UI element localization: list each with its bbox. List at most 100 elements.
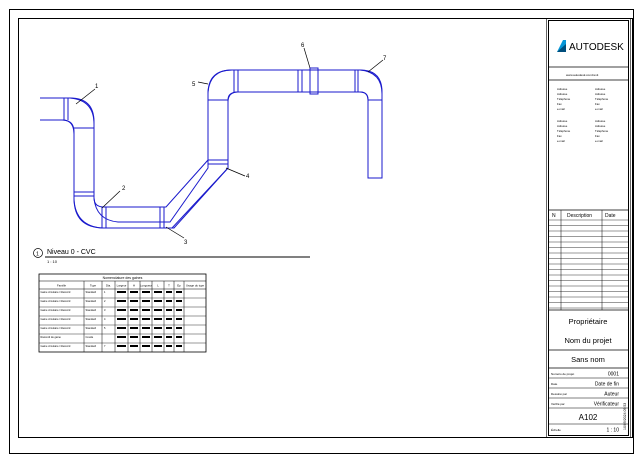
consultant-line: Adresse bbox=[557, 119, 568, 123]
consultant-line: e-mail bbox=[557, 139, 565, 143]
brand-name: AUTODESK bbox=[569, 42, 624, 53]
consultant-line: Adresse bbox=[557, 92, 568, 96]
date-value: Date de fin bbox=[595, 382, 619, 388]
schedule-title: Nomenclature des gaines bbox=[103, 276, 143, 280]
duct-tag-4[interactable]: 4 bbox=[246, 174, 250, 180]
consultant-line: Adresse bbox=[557, 87, 568, 91]
project-number: 0001 bbox=[608, 372, 619, 378]
schedule-cell-value bbox=[166, 291, 172, 293]
schedule-cell-value bbox=[130, 336, 138, 338]
consultant-line: Adresse bbox=[595, 87, 606, 91]
schedule-cell-value bbox=[117, 309, 126, 311]
schedule-cell-value bbox=[117, 291, 126, 293]
schedule-header: Usage du type bbox=[186, 284, 204, 288]
schedule-cell-value bbox=[130, 300, 138, 302]
schedule-cell-value bbox=[154, 309, 162, 311]
duct-run bbox=[40, 69, 383, 229]
schedule-cell-value bbox=[154, 318, 162, 320]
schedule-cell-family: Gaine circulaire / Raccord bbox=[41, 344, 71, 348]
consultant-line: e-mail bbox=[557, 107, 565, 111]
schedule-cell-value bbox=[142, 309, 150, 311]
duct-tag-5[interactable]: 5 bbox=[192, 82, 196, 88]
duct-tag-2[interactable]: 2 bbox=[122, 186, 126, 192]
schedule-cell-value bbox=[142, 300, 150, 302]
schedule-cell-family: Gaine circulaire / Raccord bbox=[41, 308, 71, 312]
schedule-cell-family: Gaine circulaire / Raccord bbox=[41, 326, 71, 330]
schedule-cell-value bbox=[176, 291, 182, 293]
schedule-header: H bbox=[133, 284, 135, 288]
schedule-cell-value bbox=[117, 345, 126, 347]
schedule-cell-value bbox=[176, 300, 182, 302]
schedule-cell-type: Coude bbox=[86, 335, 94, 339]
sheet-border bbox=[9, 9, 634, 454]
duct-tag-7[interactable]: 7 bbox=[383, 56, 387, 62]
view-number: 1 bbox=[36, 252, 39, 258]
sheet-name: Sans nom bbox=[571, 355, 605, 364]
consultant-line: Fax bbox=[595, 102, 600, 106]
schedule-cell-mark: 5 bbox=[104, 326, 106, 330]
schedule-cell-value bbox=[117, 318, 126, 320]
schedule-cell-value bbox=[176, 327, 182, 329]
duct-tag-1[interactable]: 1 bbox=[95, 84, 99, 90]
scale-value: 1 : 10 bbox=[606, 428, 619, 434]
schedule-cell-mark: 3 bbox=[104, 308, 106, 312]
schedule-header: Famille bbox=[57, 284, 66, 288]
schedule-cell-type: Standard bbox=[86, 290, 97, 294]
schedule-cell-value bbox=[117, 336, 126, 338]
schedule-cell-value bbox=[154, 336, 162, 338]
schedule-cell-type: Standard bbox=[86, 344, 97, 348]
schedule-cell-value bbox=[142, 318, 150, 320]
view-scale: 1 : 10 bbox=[47, 259, 58, 264]
schedule-cell-value bbox=[176, 318, 182, 320]
schedule-cell-value bbox=[130, 327, 138, 329]
brand-url: www.autodesk.com/revit bbox=[566, 73, 599, 77]
consultant-line: Adresse bbox=[595, 92, 606, 96]
duct-damper bbox=[309, 67, 319, 95]
schedule-cell-value bbox=[166, 318, 172, 320]
schedule-header: Longueur bbox=[140, 284, 152, 288]
duct-tag-6[interactable]: 6 bbox=[301, 43, 305, 49]
schedule-row: Gaine circulaire / Raccord Standard 3 bbox=[41, 308, 182, 312]
schedule-cell-value bbox=[142, 336, 150, 338]
schedule-cell-value bbox=[154, 345, 162, 347]
consultant-line: Adresse bbox=[595, 124, 606, 128]
consultant-line: Fax bbox=[557, 102, 562, 106]
schedule-cell-value bbox=[166, 345, 172, 347]
schedule-cell-value bbox=[176, 336, 182, 338]
checked-by-label: Vérifié par bbox=[551, 402, 565, 406]
consultant-line: e-mail bbox=[595, 139, 603, 143]
schedule-cell-value bbox=[117, 327, 126, 329]
schedule-frame bbox=[38, 273, 207, 353]
schedule-cell-value bbox=[154, 327, 162, 329]
print-timestamp: 10/09/2024 09:53 bbox=[623, 403, 627, 430]
schedule-cell-value bbox=[166, 309, 172, 311]
schedule-cell-value bbox=[130, 291, 138, 293]
schedule-header: Largeur bbox=[117, 284, 127, 288]
consultant-line: Adresse bbox=[557, 124, 568, 128]
schedule-cell-value bbox=[142, 327, 150, 329]
title-block-frame bbox=[548, 20, 629, 436]
drawn-by-label: Dessiné par bbox=[551, 392, 567, 396]
schedule-cell-value bbox=[176, 345, 182, 347]
schedule-cell-type: Standard bbox=[86, 308, 97, 312]
duct-tag-3[interactable]: 3 bbox=[184, 240, 188, 246]
schedule-cell-value bbox=[130, 345, 138, 347]
schedule-header: L bbox=[157, 284, 159, 288]
checked-by-value: Vérificateur bbox=[594, 402, 620, 408]
consultant-line: Fax bbox=[557, 134, 562, 138]
revision-header: Description bbox=[567, 213, 592, 219]
duct-segments bbox=[40, 67, 383, 229]
schedule-cell-value bbox=[166, 300, 172, 302]
autodesk-logo-icon bbox=[557, 40, 566, 52]
schedule-header: Type bbox=[90, 284, 97, 288]
revision-header: N bbox=[552, 213, 556, 219]
drawn-by-value: Auteur bbox=[604, 392, 619, 398]
view-title[interactable]: 1 Niveau 0 - CVC 1 : 10 bbox=[33, 248, 311, 265]
